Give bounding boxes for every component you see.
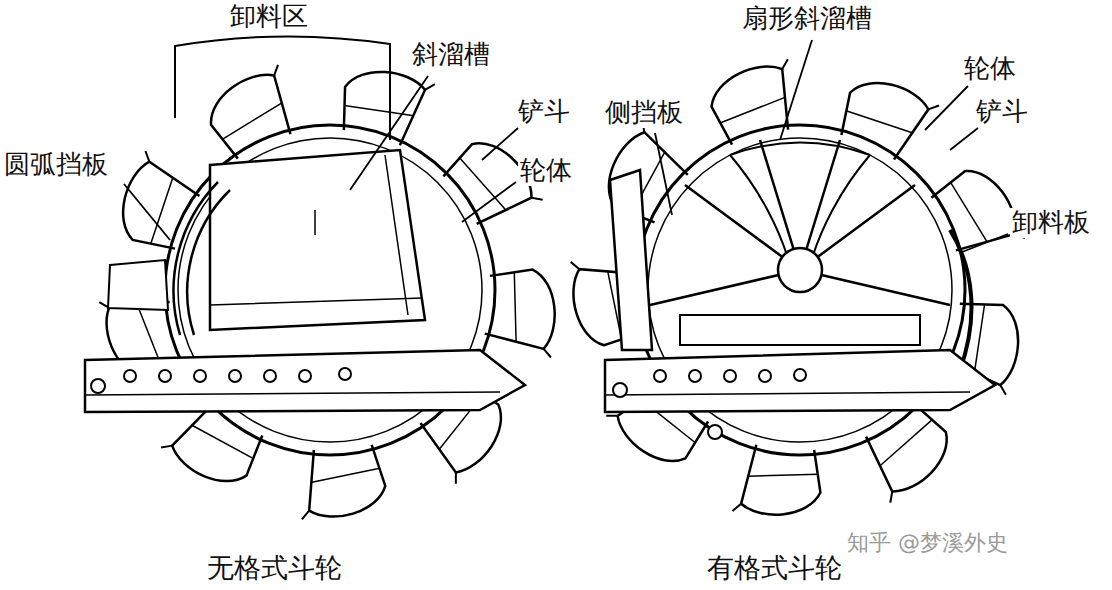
chute-edges [210,155,423,315]
part-label: 卸料区 [228,2,310,32]
leader-lines [124,40,1008,252]
inclined-chute [210,150,425,330]
part-label: 卸料板 [1010,208,1092,238]
part-label: 斜溜槽 [410,40,492,70]
figure-caption: 有格式斗轮 [705,552,844,583]
hub [778,248,822,292]
bucket [200,65,307,163]
bucket [334,62,435,150]
figure-caption: 无格式斗轮 [205,552,344,583]
arc-baffle [174,182,230,335]
left-boom [85,350,525,412]
side-box [108,260,168,310]
discharge-plate [950,230,971,370]
part-label: 铲斗 [516,97,572,127]
bucket [851,398,961,503]
zone-bracket [175,36,390,140]
watermark: 知乎 @梦溪外史 [845,530,1010,555]
part-label: 铲斗 [974,97,1030,127]
bucket [109,151,207,258]
side-baffle [610,170,652,350]
chute-base [680,315,920,345]
part-label: 轮体 [962,54,1018,84]
sector-chute [730,143,870,266]
spokes [650,140,950,305]
right-boom [605,350,995,439]
celled-wheel [570,59,1028,519]
part-label: 轮体 [518,156,574,186]
part-label: 扇形斜溜槽 [740,4,874,34]
bucket [832,69,939,167]
bucket [705,59,806,147]
part-label: 圆弧挡板 [2,150,110,180]
cellless-wheel [99,62,559,520]
part-label: 侧挡板 [603,98,685,128]
